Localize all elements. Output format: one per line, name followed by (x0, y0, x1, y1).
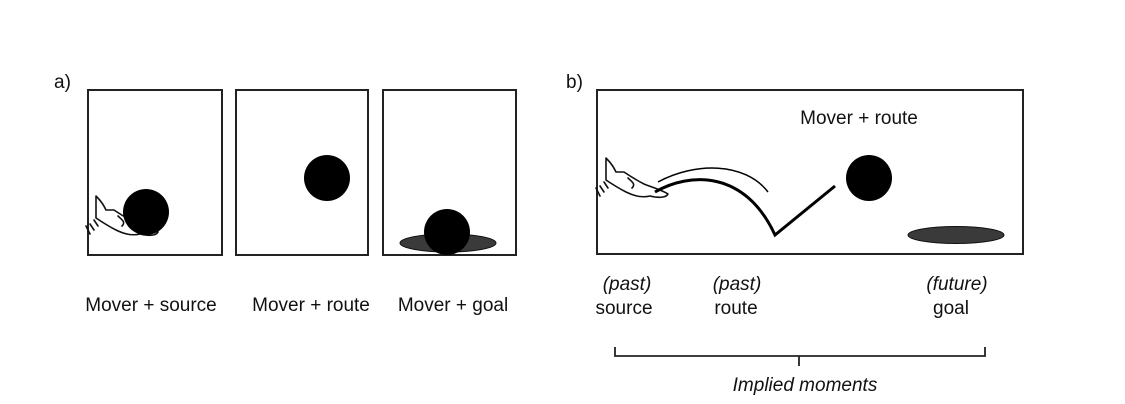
trajectory-title: Mover + route (800, 108, 918, 129)
panel-a-label: a) (54, 72, 71, 93)
mover-ball (304, 155, 350, 201)
frame-trajectory: Mover + route (595, 89, 1024, 255)
moment-goal-tense: (future) (926, 274, 987, 295)
caption-goal: Mover + goal (398, 295, 508, 316)
brace-label: Implied moments (733, 375, 878, 396)
moment-source-name: source (595, 298, 652, 319)
moment-goal-name: goal (933, 298, 969, 319)
moment-route-name: route (714, 298, 757, 319)
frame-source (85, 89, 223, 256)
motion-line (657, 167, 769, 193)
caption-route: Mover + route (252, 295, 370, 316)
caption-source: Mover + source (85, 295, 216, 316)
frame-goal (382, 89, 517, 256)
panel-b-label: b) (566, 72, 583, 93)
moment-source-tense: (past) (603, 274, 652, 295)
brace (614, 347, 986, 366)
mover-ball (424, 209, 470, 255)
route-path (654, 178, 836, 238)
frame-route (235, 89, 369, 256)
goal-hole (907, 226, 1005, 244)
mover-ball (846, 155, 892, 201)
moment-route-tense: (past) (713, 274, 762, 295)
mover-ball (123, 189, 169, 235)
